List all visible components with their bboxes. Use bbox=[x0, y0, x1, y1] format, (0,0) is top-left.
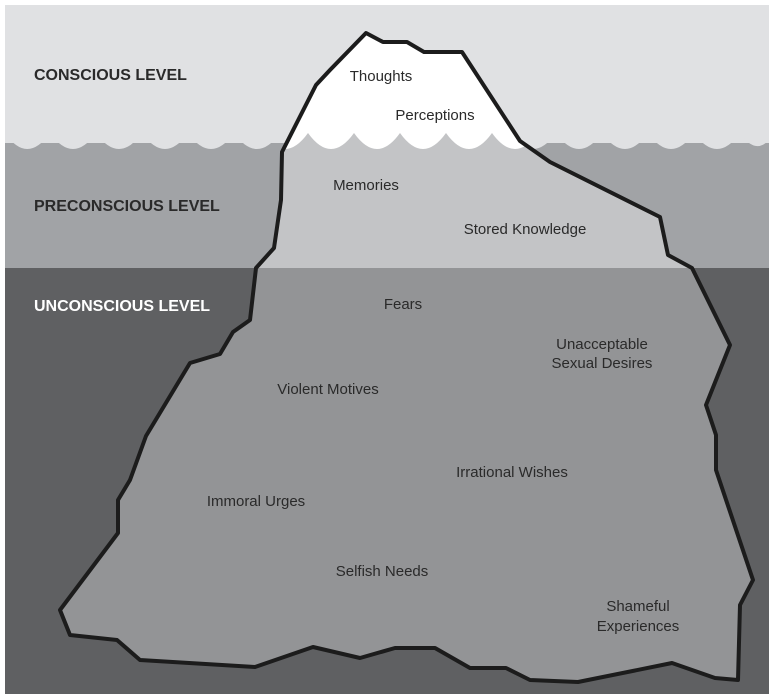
label-violent-motives: Violent Motives bbox=[277, 381, 378, 398]
label-shameful-line1: Shameful bbox=[606, 598, 669, 615]
preconscious-level-label: PRECONSCIOUS LEVEL bbox=[34, 198, 220, 215]
label-immoral-urges: Immoral Urges bbox=[207, 493, 305, 510]
label-fears: Fears bbox=[384, 296, 422, 313]
label-perceptions: Perceptions bbox=[395, 107, 474, 124]
label-unacceptable-line2: Sexual Desires bbox=[552, 355, 653, 372]
label-stored-knowledge: Stored Knowledge bbox=[464, 221, 587, 238]
label-shameful-line2: Experiences bbox=[597, 618, 680, 635]
label-thoughts: Thoughts bbox=[350, 68, 413, 85]
conscious-level-label: CONSCIOUS LEVEL bbox=[34, 67, 187, 84]
label-unacceptable-line1: Unacceptable bbox=[556, 336, 648, 353]
label-selfish-needs: Selfish Needs bbox=[336, 563, 429, 580]
label-irrational-wishes: Irrational Wishes bbox=[456, 464, 568, 481]
water-scallops bbox=[5, 133, 769, 149]
label-memories: Memories bbox=[333, 177, 399, 194]
unconscious-level-label: UNCONSCIOUS LEVEL bbox=[34, 298, 210, 315]
iceberg-outline bbox=[58, 31, 755, 684]
